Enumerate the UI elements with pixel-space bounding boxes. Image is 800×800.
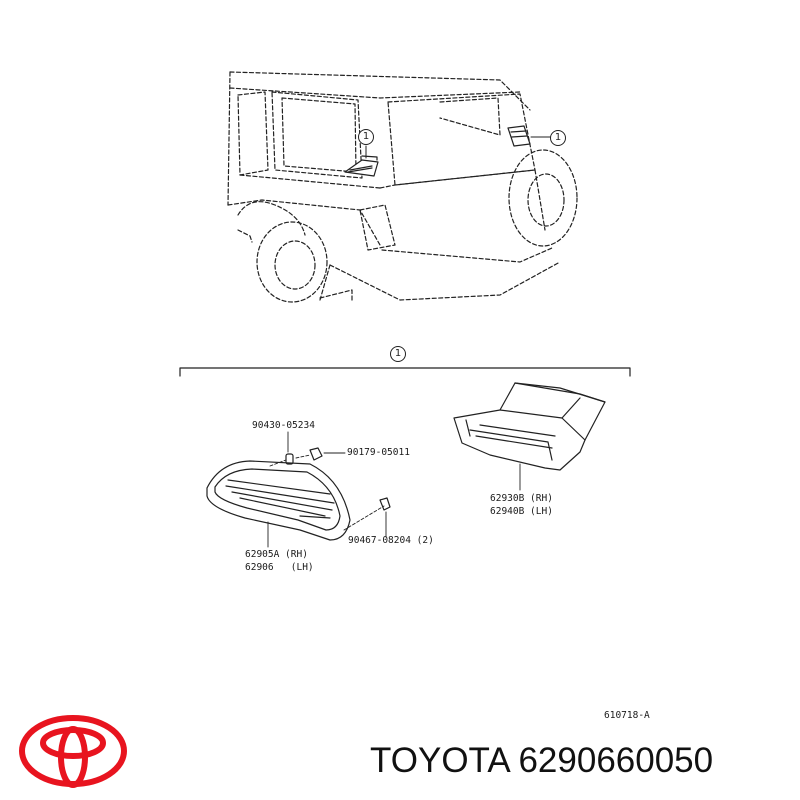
outer-garnish-drawing [206, 460, 351, 541]
inner-duct-drawing [453, 382, 606, 471]
label-clip-nut: 90179-05011 [347, 447, 410, 458]
callout-left-window: 1 [358, 129, 374, 145]
callout-group-header: 1 [390, 346, 406, 362]
callout-right-window: 1 [550, 130, 566, 146]
label-bolt: 90430-05234 [252, 420, 315, 431]
group-bracket [179, 367, 631, 377]
drawing-code: 610718-A [604, 710, 650, 721]
vehicle-illustration [227, 71, 578, 303]
brand-part-number: TOYOTA 6290660050 [370, 741, 714, 780]
bolt-90430 [285, 453, 294, 465]
vehicle-vent-right [507, 125, 531, 147]
label-clip-pair: 90467-08204 (2) [348, 535, 434, 546]
label-outer-lh: 62906 (LH) [245, 562, 314, 573]
vehicle-vent-left [344, 155, 379, 177]
toyota-logo-icon [19, 715, 127, 788]
label-inner-lh: 62940B (LH) [490, 506, 553, 517]
nut-90179 [309, 447, 323, 461]
label-inner-rh: 62930B (RH) [490, 493, 553, 504]
clip-90467 [379, 497, 391, 511]
label-outer-rh: 62905A (RH) [245, 549, 308, 560]
